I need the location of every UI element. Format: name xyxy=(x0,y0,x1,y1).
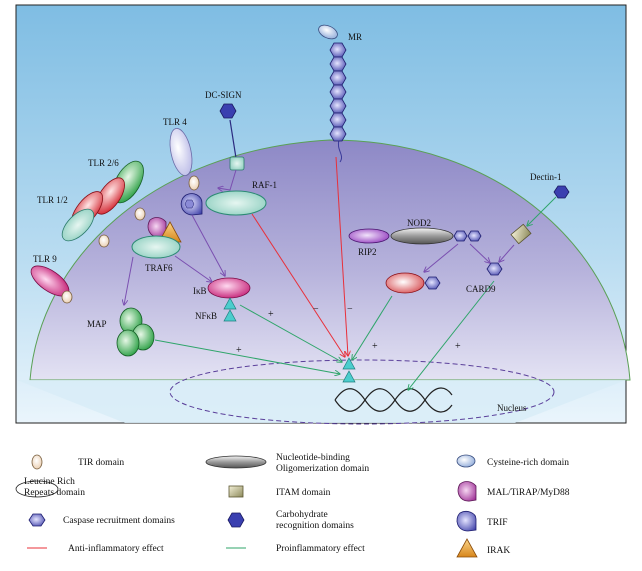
legend-crd-icon xyxy=(227,512,245,528)
legend-itam-icon xyxy=(228,485,244,498)
legend-nod-label-1: Nucleotide-binding xyxy=(276,453,350,463)
sign-minus-raf: − xyxy=(313,304,319,315)
nod2-card-1 xyxy=(453,230,468,242)
legend-tir-icon xyxy=(31,454,43,470)
proinflammatory-lines xyxy=(154,280,495,390)
label-rip2: RIP2 xyxy=(358,247,377,257)
legend-mal-label: MAL/TiRAP/MyD88 xyxy=(487,488,570,498)
nfkb-triangle-2 xyxy=(223,309,237,322)
label-nfkb: NFκB xyxy=(195,311,217,321)
cell-body xyxy=(29,139,631,381)
rip2-card-complex xyxy=(385,272,425,294)
legend-trif-icon xyxy=(456,511,477,532)
label-nucleus: Nucleus xyxy=(497,403,527,413)
legend-nod-icon xyxy=(205,455,267,469)
legend-itam-label: ITAM domain xyxy=(276,488,331,498)
nucleus-membrane xyxy=(169,359,555,425)
sign-plus-map: + xyxy=(236,345,242,356)
dna-helix-icon xyxy=(334,387,453,413)
sign-plus-card9: + xyxy=(455,341,461,352)
rip2-card xyxy=(424,276,441,290)
legend-crd-label-1: Carbohydrate xyxy=(276,510,328,520)
legend-anti-label: Anti-inflammatory effect xyxy=(68,543,164,554)
rip2-kinase xyxy=(348,228,390,244)
nuclear-nfkb-1 xyxy=(342,357,356,370)
ikb-inhibitor xyxy=(207,277,251,299)
legend-lrr-icon xyxy=(15,480,59,498)
label-ikb: IκB xyxy=(193,286,207,296)
tlr9-receptor xyxy=(30,265,73,304)
label-nod2: NOD2 xyxy=(407,218,431,228)
legend-cys-icon xyxy=(456,454,476,468)
legend-lrr-label-1: Leucine Rich xyxy=(24,477,75,487)
cytoplasm-floor xyxy=(17,380,626,423)
label-map: MAP xyxy=(87,319,107,329)
legend-crd-label-2: recognition domains xyxy=(276,521,354,531)
dectin-arrow xyxy=(527,196,557,226)
label-tlr9: TLR 9 xyxy=(33,254,57,264)
legend-card-label: Caspase recruitment domains xyxy=(63,516,175,526)
sign-plus-ikb: + xyxy=(268,309,274,320)
nfkb-triangle-1 xyxy=(223,297,237,310)
signal-arrows xyxy=(124,169,515,305)
label-card9: CARD9 xyxy=(466,284,496,294)
raf1-complex xyxy=(205,190,267,216)
label-raf1: RAF-1 xyxy=(252,180,277,190)
legend-pro-label: Proinflammatory effect xyxy=(276,543,365,554)
map-kinase-cluster xyxy=(116,307,155,357)
tlr2-6-receptor xyxy=(95,160,146,221)
dectin1-receptor xyxy=(510,185,570,245)
dc-sign-receptor xyxy=(219,103,245,171)
label-tlr12: TLR 1/2 xyxy=(37,195,68,205)
legend-lrr-label-2: Repeats domain xyxy=(24,488,85,498)
label-tlr26: TLR 2/6 xyxy=(88,158,119,168)
legend-mal-icon xyxy=(457,481,477,502)
anti-inflammatory-lines xyxy=(251,156,348,357)
tlr1-2-receptor xyxy=(61,191,110,248)
legend-card-icon xyxy=(28,513,46,527)
legend: TIR domain Leucine Rich Repeats domain C… xyxy=(15,453,570,558)
legend-nod-label-2: Oligomerization domain xyxy=(276,464,369,474)
sign-minus-mr: − xyxy=(347,304,353,315)
traf6-complex xyxy=(131,235,181,259)
label-mr: MR xyxy=(348,32,362,42)
legend-irak-label: IRAK xyxy=(487,546,510,556)
sign-plus-rip2: + xyxy=(372,341,378,352)
nod2-card-2 xyxy=(467,230,482,242)
nuclear-nfkb-2 xyxy=(342,370,356,383)
label-tlr4: TLR 4 xyxy=(163,117,187,127)
nod2-receptor xyxy=(390,227,454,245)
label-traf6: TRAF6 xyxy=(145,263,173,273)
label-dc-sign: DC-SIGN xyxy=(205,90,242,100)
mr-receptor xyxy=(318,24,347,163)
label-dectin1: Dectin-1 xyxy=(530,172,562,182)
tlr4-receptor xyxy=(169,128,203,216)
legend-irak-icon xyxy=(456,538,478,558)
legend-trif-label: TRIF xyxy=(487,518,508,528)
legend-cys-label: Cysteine-rich domain xyxy=(487,458,569,468)
legend-tir-label: TIR domain xyxy=(78,458,124,468)
